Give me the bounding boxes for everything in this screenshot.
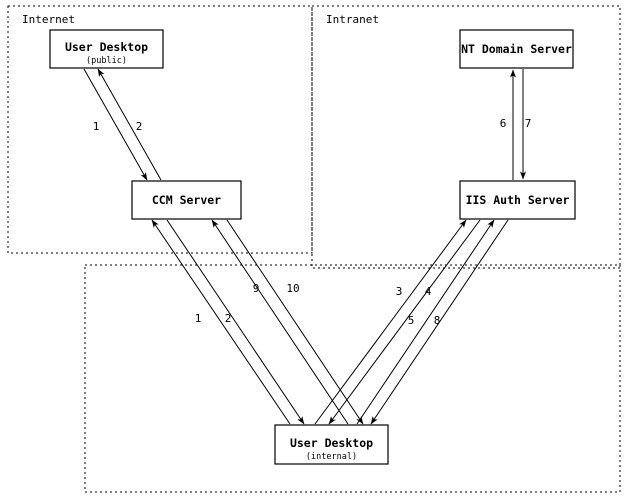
flow-10-arrow xyxy=(226,219,364,425)
node-iis-auth-server-box[interactable] xyxy=(459,180,576,220)
flow-1-public-to-ccm: 1 xyxy=(83,68,148,181)
node-nt-domain-server-title: NT Domain Server xyxy=(461,42,572,56)
flow-label-1-internal: 1 xyxy=(195,312,202,325)
flow-2-arrow xyxy=(97,68,162,181)
node-user-desktop-internal-box[interactable] xyxy=(274,424,389,465)
zone-internet-label: Internet xyxy=(22,13,75,26)
zone-intranet: Intranet xyxy=(311,5,621,269)
node-user-desktop-public-title: User Desktop xyxy=(65,40,148,54)
flow-9-internal-to-ccm: 9 xyxy=(211,219,349,425)
node-user-desktop-internal-subtitle: (internal) xyxy=(306,452,357,462)
node-iis-auth-server-title: IIS Auth Server xyxy=(466,193,570,207)
flow-2-lower-arrow xyxy=(166,219,305,425)
flow-2-ccm-to-public: 2 xyxy=(97,68,162,181)
flow-label-4: 4 xyxy=(425,285,432,298)
flow-4-iis-to-internal: 4 xyxy=(328,219,481,425)
flow-1-internal-to-ccm: 1 xyxy=(151,219,291,425)
zone-intranet-label: Intranet xyxy=(326,13,379,26)
zone-internal-network xyxy=(84,264,621,493)
zone-internet-border xyxy=(7,5,313,254)
flow-3-internal-to-iis: 3 xyxy=(314,219,467,425)
flow-label-8: 8 xyxy=(434,314,441,327)
flow-1-arrow xyxy=(83,68,148,181)
flow-9-arrow xyxy=(211,219,349,425)
flow-4-arrow xyxy=(328,219,481,425)
flow-label-10: 10 xyxy=(286,282,299,295)
zone-internet: Internet xyxy=(7,5,313,254)
node-user-desktop-public-box[interactable] xyxy=(49,29,164,69)
flow-label-7: 7 xyxy=(525,117,532,130)
node-ccm-server-box[interactable] xyxy=(131,180,242,220)
flow-3-arrow xyxy=(314,219,467,425)
node-ccm-server[interactable]: CCM Server xyxy=(131,180,242,220)
flow-10-ccm-to-internal: 10 xyxy=(226,219,364,425)
flow-1-lower-arrow xyxy=(151,219,291,425)
flow-5-arrow xyxy=(356,219,495,425)
flow-label-3: 3 xyxy=(396,285,403,298)
flow-label-1-public: 1 xyxy=(93,120,100,133)
node-user-desktop-internal[interactable]: User Desktop (internal) xyxy=(274,424,389,465)
flow-label-6: 6 xyxy=(500,117,507,130)
flow-8-iis-to-internal: 8 xyxy=(370,219,509,425)
flow-6-iis-to-nt: 6 xyxy=(500,69,516,180)
flow-7-nt-to-iis: 7 xyxy=(520,69,532,180)
node-user-desktop-internal-title: User Desktop xyxy=(290,436,373,450)
node-iis-auth-server[interactable]: IIS Auth Server xyxy=(459,180,576,220)
flow-label-2-public: 2 xyxy=(136,120,143,133)
zone-internal-border xyxy=(84,264,621,493)
node-user-desktop-public[interactable]: User Desktop (public) xyxy=(49,29,164,69)
flow-2-ccm-to-internal: 2 xyxy=(166,219,305,425)
flow-label-2-internal: 2 xyxy=(225,312,232,325)
node-nt-domain-server-box[interactable] xyxy=(459,29,574,69)
node-nt-domain-server[interactable]: NT Domain Server xyxy=(459,29,574,69)
flow-5-internal-to-iis: 5 xyxy=(356,219,495,425)
node-user-desktop-public-subtitle: (public) xyxy=(86,56,127,66)
node-ccm-server-title: CCM Server xyxy=(152,193,221,207)
flow-label-9: 9 xyxy=(253,282,260,295)
flow-8-arrow xyxy=(370,219,509,425)
flow-label-5: 5 xyxy=(408,314,415,327)
